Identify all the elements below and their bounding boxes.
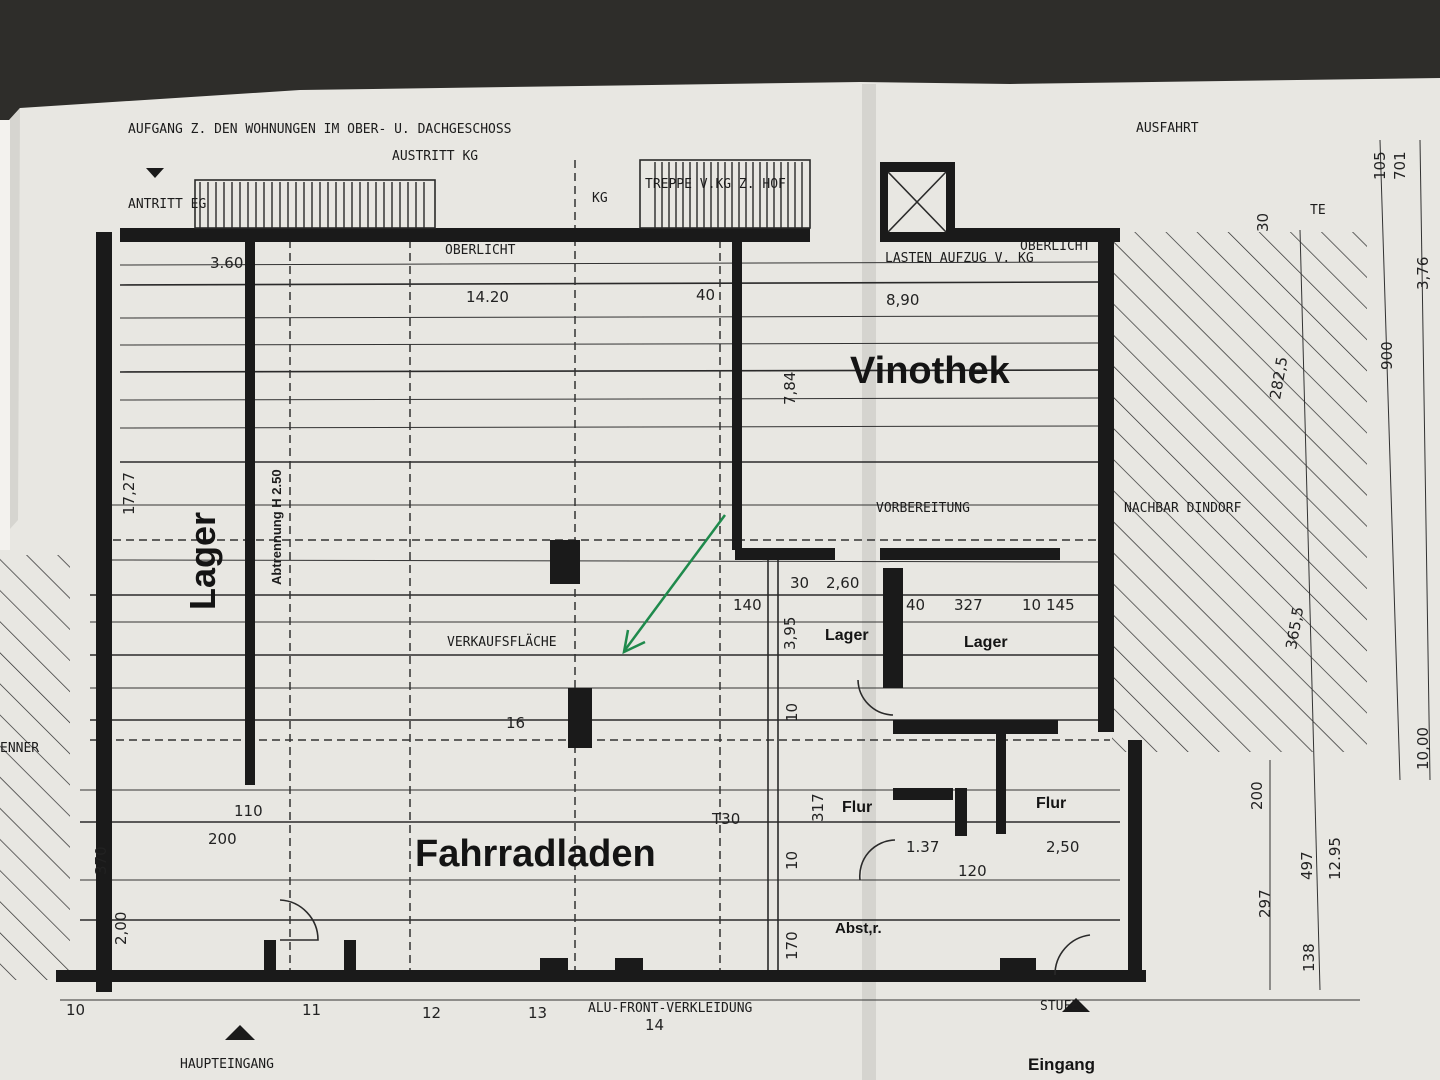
entrance-marker-icon	[146, 168, 164, 178]
dim-784: 7,84	[781, 372, 799, 405]
dim-200: 200	[208, 830, 237, 848]
dim-t30: T30	[711, 810, 740, 828]
label-oberlicht-2: OBERLICHT	[1020, 239, 1091, 254]
label-enner: ENNER	[0, 741, 39, 756]
dim-145: 145	[1046, 596, 1075, 614]
dim-105: 105	[1371, 151, 1389, 180]
dim-1000: 10,00	[1414, 727, 1432, 770]
dim-327: 327	[954, 596, 983, 614]
dim-30b: 30	[1254, 213, 1272, 232]
dim-200b: 2,00	[112, 912, 130, 945]
label-vorbereitung: VORBEREITUNG	[876, 501, 970, 516]
dim-250: 2,50	[1046, 838, 1079, 856]
dim-10c: 10	[783, 851, 801, 870]
dim-10b: 10	[783, 703, 801, 722]
step-triangle-icon	[1062, 998, 1090, 1012]
axis-mark-11: 11	[302, 1001, 321, 1019]
dim-138: 138	[1300, 943, 1318, 972]
dim-1420: 14.20	[466, 288, 509, 306]
dim-200c: 200	[1248, 781, 1266, 810]
axis-mark-12: 12	[422, 1004, 441, 1022]
label-nachbar: NACHBAR DINDORF	[1124, 501, 1242, 516]
dim-395: 3,95	[781, 617, 799, 650]
neighbour-hatch-left	[0, 555, 70, 980]
room-label-vinothek: Vinothek	[850, 350, 1011, 392]
dim-890: 8,90	[886, 291, 919, 309]
label-austritt-kg: AUSTRITT KG	[392, 149, 478, 164]
room-label-lager-right: Lager	[964, 634, 1008, 651]
dim-170: 170	[783, 931, 801, 960]
label-antritt-eg: ANTRITT EG	[128, 197, 206, 212]
dim-376: 3,76	[1414, 257, 1432, 290]
dim-1727: 17,27	[120, 472, 138, 515]
room-label-flur-right: Flur	[1036, 795, 1066, 812]
label-aufgang: AUFGANG Z. DEN WOHNUNGEN IM OBER- U. DAC…	[128, 122, 512, 137]
dim-370: 370	[92, 846, 110, 875]
room-label-flur-left: Flur	[842, 799, 872, 816]
dim-140: 140	[733, 596, 762, 614]
dim-10: 10	[1022, 596, 1041, 614]
label-ausfahrt: AUSFAHRT	[1136, 121, 1199, 136]
dim-110: 110	[234, 802, 263, 820]
dim-16: 16	[506, 714, 525, 732]
axis-mark-14: 14	[645, 1016, 664, 1034]
dim-297: 297	[1256, 889, 1274, 918]
label-abtrennung: Abtrennung H 2.50	[269, 469, 284, 585]
dimension-labels: 3.60 14.20 40 8,90 7,84 17,27 2,60 30 14…	[92, 151, 1432, 972]
room-label-lager-mid: Lager	[825, 627, 869, 644]
dim-317: 317	[809, 793, 827, 822]
dim-137: 1.37	[906, 838, 939, 856]
label-haupteingang: HAUPTEINGANG	[180, 1057, 274, 1072]
page-fold-shadow	[862, 84, 876, 1080]
dim-120: 120	[958, 862, 987, 880]
room-label-eingang: Eingang	[1028, 1055, 1095, 1074]
green-arrow-annotation	[622, 514, 727, 655]
main-entrance-triangle-icon	[225, 1025, 255, 1040]
label-stufe: STUFE	[1040, 999, 1079, 1014]
room-label-lager-left: Lager	[182, 512, 223, 610]
label-verkaufsflaeche: VERKAUFSFLÄCHE	[447, 634, 557, 650]
neighbour-hatch-right	[1112, 232, 1367, 752]
dim-40: 40	[696, 286, 715, 304]
walls	[56, 162, 1146, 992]
grid-lines	[60, 139, 1431, 1001]
label-treppe: TREPPE V.KG Z. HOF	[645, 177, 786, 192]
dim-40b: 40	[906, 596, 925, 614]
page-fold-left	[0, 120, 10, 550]
dim-360: 3.60	[210, 254, 243, 272]
room-label-fahrradladen: Fahrradladen	[415, 833, 656, 875]
dim-30: 30	[790, 574, 809, 592]
dim-1295: 12.95	[1326, 837, 1344, 880]
axis-mark-13: 13	[528, 1004, 547, 1022]
dim-260: 2,60	[826, 574, 859, 592]
label-kg: KG	[592, 191, 608, 206]
dim-701: 701	[1391, 151, 1409, 180]
label-alu-front: ALU-FRONT-VERKLEIDUNG	[588, 1001, 753, 1016]
axis-mark-10: 10	[66, 1001, 85, 1019]
label-te: TE	[1310, 203, 1326, 218]
dim-900: 900	[1378, 341, 1396, 370]
dim-497: 497	[1298, 851, 1316, 880]
room-label-abstellraum: Abst,r.	[835, 920, 882, 937]
stair-steps	[199, 162, 803, 228]
freight-elevator-icon	[887, 171, 947, 233]
label-lastenaufzug: LASTEN AUFZUG V. KG	[885, 251, 1034, 266]
label-oberlicht-1: OBERLICHT	[445, 243, 516, 258]
door-swings	[279, 679, 1091, 976]
